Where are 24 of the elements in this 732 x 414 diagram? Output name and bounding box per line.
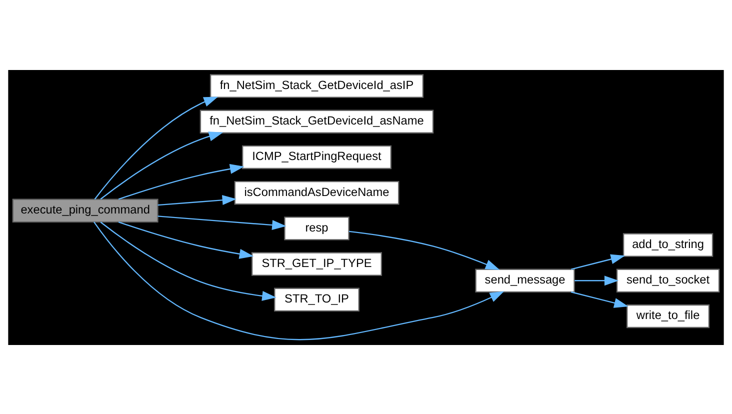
arrow bbox=[349, 230, 500, 270]
arrow bbox=[93, 221, 504, 340]
node-box: fn_NetSim_Stack_GetDeviceId_asName bbox=[200, 109, 434, 133]
arrow bbox=[100, 131, 224, 200]
arrow bbox=[100, 221, 276, 300]
arrow bbox=[118, 164, 244, 200]
node-box: isCommandAsDeviceName bbox=[234, 180, 400, 204]
arrow bbox=[158, 194, 237, 206]
node-box: write_to_file bbox=[626, 304, 710, 328]
node-box: send_message bbox=[475, 268, 575, 292]
node-box: execute_ping_command bbox=[12, 198, 158, 222]
arrow bbox=[158, 215, 286, 230]
node-box: STR_TO_IP bbox=[274, 287, 360, 311]
node-box: send_to_socket bbox=[616, 268, 720, 292]
arrow bbox=[570, 254, 626, 270]
arrow bbox=[574, 275, 619, 286]
node-box: ICMP_StartPingRequest bbox=[242, 144, 392, 169]
node-box: STR_GET_IP_TYPE bbox=[251, 252, 382, 276]
node-box: resp bbox=[284, 216, 350, 240]
arrow bbox=[118, 221, 254, 258]
arrow bbox=[94, 96, 218, 200]
node-box: add_to_string bbox=[622, 232, 714, 256]
node-box: fn_NetSim_Stack_GetDeviceId_asIP bbox=[210, 74, 424, 98]
arrow bbox=[570, 290, 628, 308]
